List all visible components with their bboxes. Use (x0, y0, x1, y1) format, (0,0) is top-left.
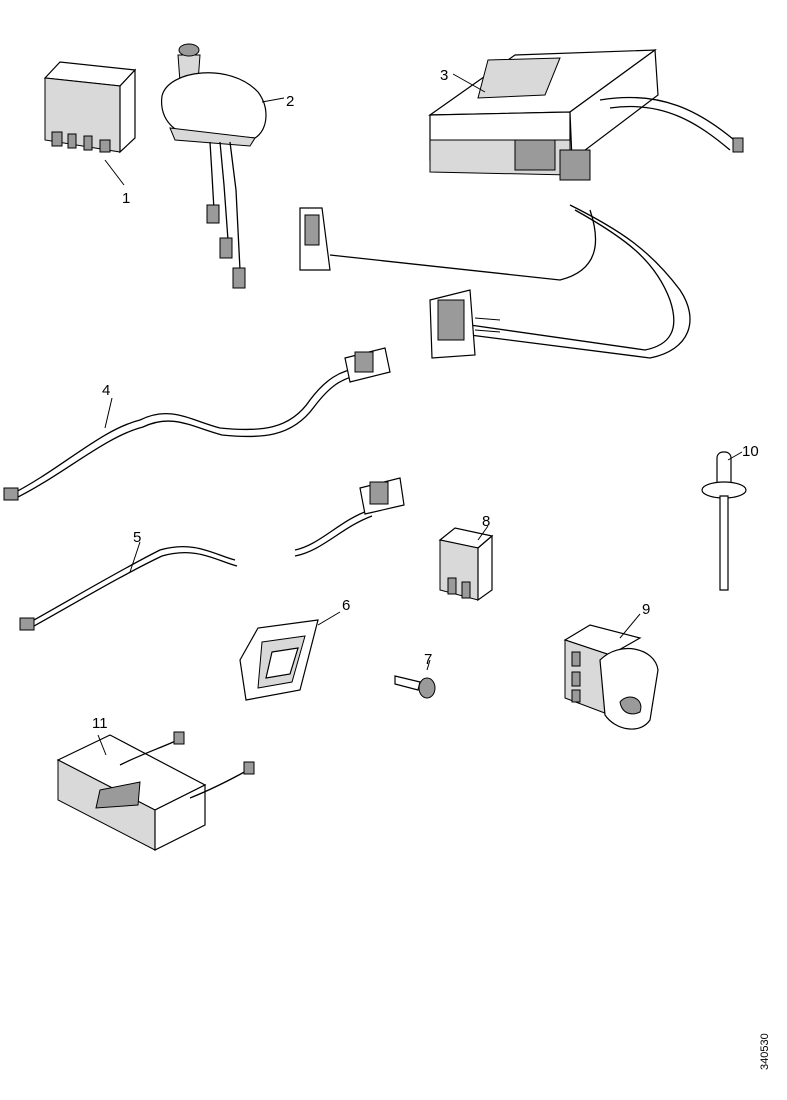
part-3-control-unit[interactable] (329, 48, 744, 359)
part-7-screw[interactable] (394, 659, 436, 699)
part-8-relay[interactable] (438, 525, 494, 602)
callout-1: 1 (122, 190, 130, 207)
part-9-switch[interactable] (563, 613, 659, 730)
part-11-module[interactable] (56, 731, 255, 851)
part-1-relay[interactable] (43, 61, 137, 186)
part-4-cable[interactable] (3, 347, 391, 501)
callout-8: 8 (482, 513, 490, 530)
callout-4: 4 (102, 382, 110, 399)
callout-3: 3 (440, 67, 448, 84)
connector-plug-small[interactable] (299, 207, 331, 271)
callout-5: 5 (133, 529, 141, 546)
part-5-cable[interactable] (19, 477, 405, 631)
callout-9: 9 (642, 601, 650, 618)
connector-plug-large[interactable] (429, 289, 501, 359)
part-2-dome-sensor[interactable] (160, 43, 285, 289)
callout-11: 11 (92, 715, 108, 732)
callout-2: 2 (286, 93, 294, 110)
callout-6: 6 (342, 597, 350, 614)
part-6-frame[interactable] (239, 611, 341, 701)
drawing-code: 340530 (759, 1033, 771, 1070)
callout-7: 7 (424, 651, 432, 668)
part-10-rivet[interactable] (701, 451, 747, 591)
callout-10: 10 (742, 443, 759, 460)
